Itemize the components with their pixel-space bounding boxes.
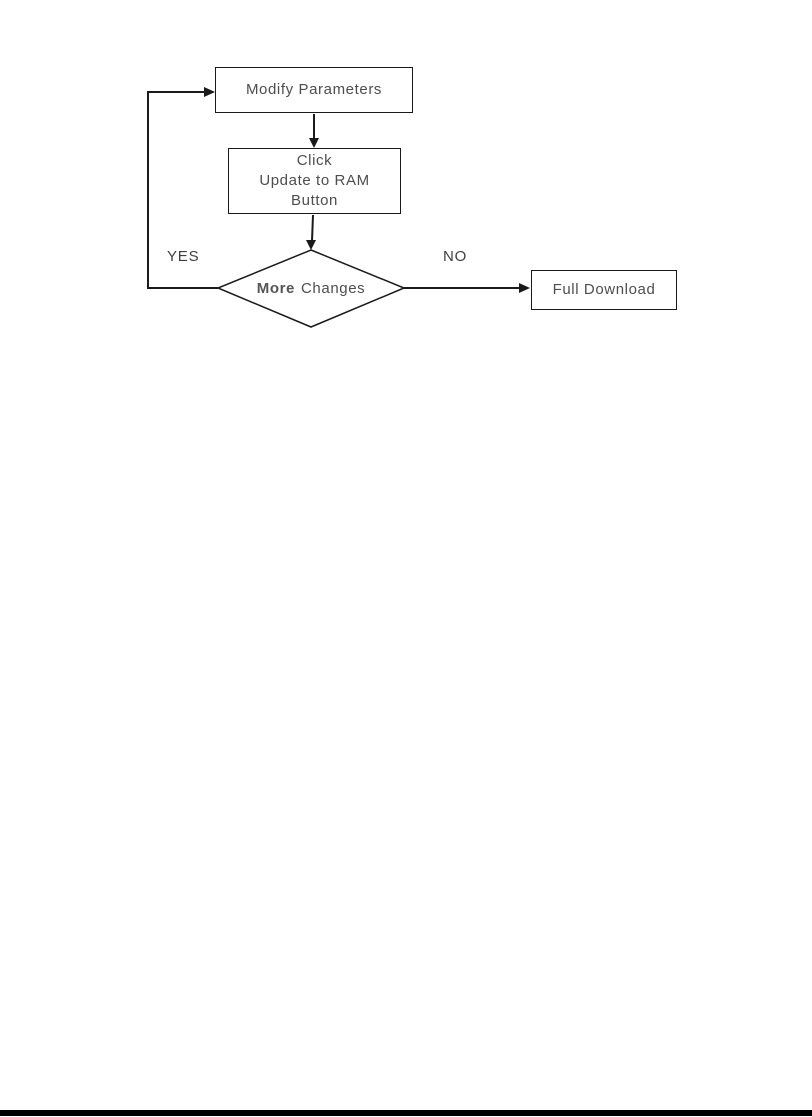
decision-diamond-shape	[216, 249, 406, 328]
decision-more-changes-label: More Changes	[218, 250, 404, 327]
arrowhead-no-branch	[519, 283, 530, 293]
node-update-line1: Click	[296, 152, 333, 169]
node-modify-parameters: Modify Parameters	[215, 67, 413, 113]
footer-rule	[0, 1110, 812, 1116]
node-update-line2: Update to RAM	[259, 172, 370, 189]
arrowhead-modify-to-update	[309, 138, 319, 148]
branch-label-yes: YES	[167, 248, 200, 265]
yes-loop-line	[147, 91, 218, 289]
update-parameters-flowchart: Modify Parameters Click Update to RAM Bu…	[0, 0, 812, 400]
node-click-update-to-ram: Click Update to RAM Button	[228, 148, 401, 214]
node-full-download: Full Download	[531, 270, 677, 310]
node-full-download-label: Full Download	[552, 281, 656, 298]
branch-label-no: NO	[443, 248, 468, 265]
decision-word-changes: Changes	[301, 280, 366, 297]
node-modify-parameters-label: Modify Parameters	[245, 81, 383, 98]
node-update-line3: Button	[291, 192, 338, 209]
arrowhead-yes-loop	[204, 87, 215, 97]
arrow-line-update-to-decision	[311, 214, 314, 242]
flowchart-connectors	[147, 87, 530, 328]
decision-word-more: More	[256, 280, 295, 297]
arrowhead-update-to-decision	[306, 240, 316, 250]
